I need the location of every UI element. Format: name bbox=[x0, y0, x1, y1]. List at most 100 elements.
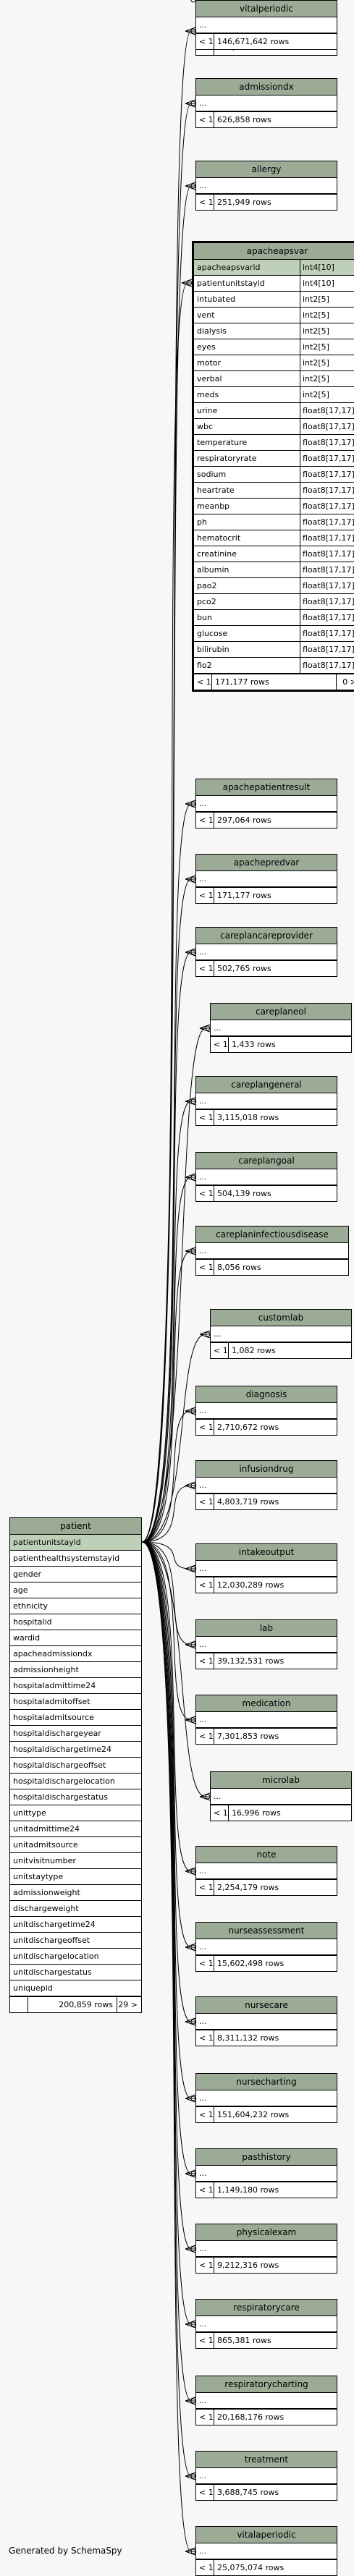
parent-count[interactable]: < 1 bbox=[196, 1110, 214, 1125]
column-row[interactable]: unitadmitsource bbox=[10, 1837, 141, 1853]
column-row[interactable]: patientunitstayid bbox=[10, 1535, 141, 1551]
column-row[interactable]: admissionweight bbox=[10, 1885, 141, 1901]
table-title[interactable]: lab bbox=[196, 1620, 337, 1637]
parent-count[interactable]: < 1 bbox=[196, 1729, 214, 1744]
parent-count[interactable]: < 1 bbox=[196, 2410, 214, 2425]
table-title[interactable]: careplangeneral bbox=[196, 1077, 337, 1093]
parent-count[interactable]: < 1 bbox=[196, 2107, 214, 2122]
table-title[interactable]: nursecare bbox=[196, 1997, 337, 2014]
table-title[interactable]: careplaneol bbox=[211, 1004, 351, 1020]
parent-count[interactable]: < 1 bbox=[211, 1037, 229, 1052]
table-title[interactable]: microlab bbox=[211, 1772, 351, 1789]
table-title[interactable]: respiratorycare bbox=[196, 2300, 337, 2316]
parent-count[interactable]: < 1 bbox=[196, 195, 214, 210]
parent-count[interactable]: < 1 bbox=[196, 1577, 214, 1593]
parent-count[interactable]: < 1 bbox=[194, 674, 212, 690]
column-row[interactable]: uniquepid bbox=[10, 1980, 141, 1996]
column-row[interactable]: hospitaladmittime24 bbox=[10, 1678, 141, 1694]
table-title[interactable]: intakeoutput bbox=[196, 1544, 337, 1561]
table-title[interactable]: vitalperiodic bbox=[196, 1, 337, 17]
parent-count[interactable]: < 1 bbox=[196, 1956, 214, 1971]
child-count[interactable]: 29 > bbox=[117, 1997, 141, 2012]
column-row[interactable]: apacheadmissiondx bbox=[10, 1646, 141, 1662]
parent-count[interactable]: < 1 bbox=[196, 1653, 214, 1669]
table-title[interactable]: infusiondrug bbox=[196, 1461, 337, 1478]
table-title[interactable]: apacheapsvar bbox=[194, 243, 354, 260]
column-row[interactable]: gender bbox=[10, 1567, 141, 1583]
parent-count[interactable]: < 1 bbox=[196, 1420, 214, 1435]
parent-count[interactable]: < 1 bbox=[196, 2485, 214, 2500]
table-title[interactable]: nurseassessment bbox=[196, 1923, 337, 1939]
column-row[interactable]: unitdischargeoffset bbox=[10, 1933, 141, 1949]
column-row[interactable]: unitvisitnumber bbox=[10, 1853, 141, 1869]
parent-count[interactable]: < 1 bbox=[196, 888, 214, 903]
parent-count[interactable]: < 1 bbox=[196, 2258, 214, 2273]
column-row[interactable]: unitdischargetime24 bbox=[10, 1917, 141, 1933]
table-title[interactable]: treatment bbox=[196, 2452, 337, 2468]
column-row[interactable]: admissionheight bbox=[10, 1662, 141, 1678]
parent-count[interactable]: < 1 bbox=[196, 112, 214, 127]
column-row[interactable]: hospitaldischargestatus bbox=[10, 1789, 141, 1805]
parent-count[interactable]: < 1 bbox=[196, 1186, 214, 1201]
column-row[interactable]: hospitaldischargelocation bbox=[10, 1774, 141, 1789]
table-title[interactable]: customlab bbox=[211, 1310, 351, 1326]
column-row[interactable]: hospitaldischargetime24 bbox=[10, 1742, 141, 1758]
parent-count[interactable]: < 1 bbox=[211, 1343, 229, 1358]
child-count[interactable]: 0 > bbox=[336, 674, 354, 690]
column-row[interactable]: hospitaldischargeyear bbox=[10, 1726, 141, 1742]
table-title[interactable]: careplaninfectiousdisease bbox=[196, 1226, 348, 1243]
table-title[interactable]: careplancareprovider bbox=[196, 928, 337, 944]
column-row[interactable]: hospitaldischargeoffset bbox=[10, 1758, 141, 1774]
table-title[interactable]: note bbox=[196, 1847, 337, 1863]
column-row[interactable]: wardid bbox=[10, 1630, 141, 1646]
table-title[interactable]: vitalaperiodic bbox=[196, 2527, 337, 2543]
parent-count[interactable]: < 1 bbox=[196, 2333, 214, 2348]
column-row[interactable]: patienthealthsystemstayid bbox=[10, 1551, 141, 1567]
parent-count[interactable]: < 1 bbox=[196, 1494, 214, 1509]
column-row[interactable]: hospitaladmitsource bbox=[10, 1710, 141, 1726]
column-row[interactable]: ethnicity bbox=[10, 1598, 141, 1614]
parent-count[interactable]: < 1 bbox=[196, 2030, 214, 2046]
parent-count[interactable]: < 1 bbox=[196, 813, 214, 828]
table-title[interactable]: admissiondx bbox=[196, 79, 337, 96]
parent-count[interactable]: < 1 bbox=[196, 1260, 214, 1275]
table-title[interactable]: patient bbox=[10, 1518, 141, 1535]
